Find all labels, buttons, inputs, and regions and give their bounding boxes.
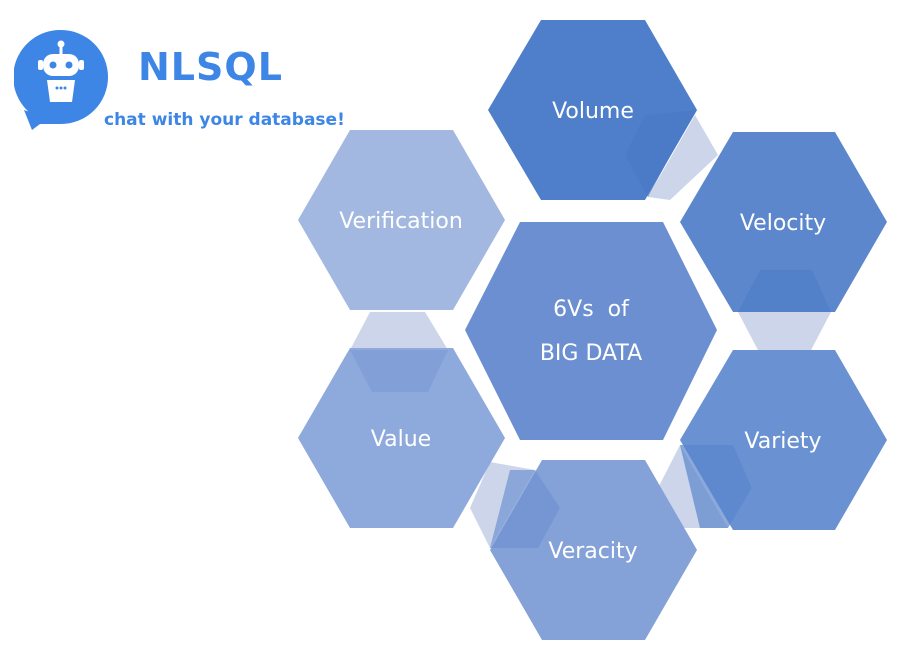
hexagon-volume-label: Volume xyxy=(552,99,634,124)
center-title-line2: BIG DATA xyxy=(540,341,642,366)
hexagon-velocity-label: Velocity xyxy=(740,211,826,236)
brand-name: NLSQL xyxy=(138,45,283,89)
hexagon-value-label: Value xyxy=(371,427,431,452)
hexagon-value: Value xyxy=(298,348,505,528)
hexagon-variety-label: Variety xyxy=(744,429,821,454)
connector-volume-velocity xyxy=(648,115,718,200)
hexagon-veracity-label: Veracity xyxy=(548,539,637,564)
hexagon-verification: Verification xyxy=(298,130,505,310)
connector-value-verification xyxy=(350,312,448,350)
nlsql-logo[interactable]: NLSQL chat with your database! xyxy=(0,0,345,140)
hexagon-velocity: Velocity xyxy=(680,132,887,312)
hexagon-verification-label: Verification xyxy=(339,209,463,234)
connector-velocity-variety xyxy=(738,312,831,352)
hexagon-center: 6Vs of BIG DATA xyxy=(465,222,717,440)
brand-tagline: chat with your database! xyxy=(104,110,345,130)
robot-chat-icon xyxy=(14,30,108,130)
connector-accents xyxy=(350,110,831,548)
center-title-line1: 6Vs of xyxy=(553,297,630,322)
